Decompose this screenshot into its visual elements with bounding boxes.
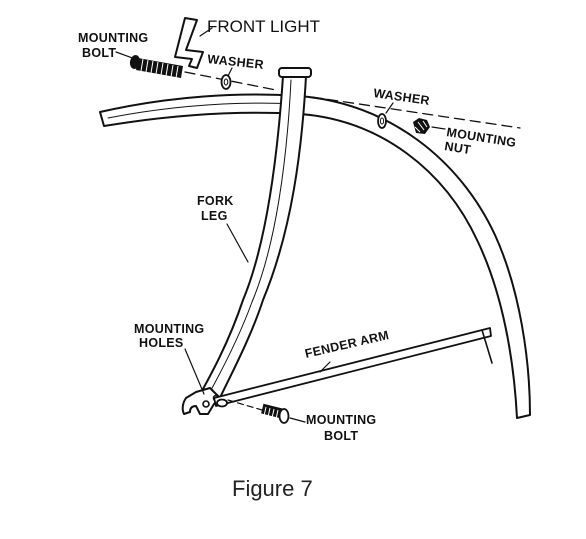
label-washer-left: WASHER	[207, 52, 265, 72]
label-fork-leg-line1: FORK	[197, 194, 234, 208]
label-fork-leg-line2: LEG	[201, 209, 228, 223]
label-mounting-holes-line2: HOLES	[139, 336, 184, 350]
label-mounting-bolt-bottom-line2: BOLT	[324, 429, 358, 443]
top-mounting-bolt	[129, 55, 183, 79]
bottom-mounting-bolt	[227, 399, 290, 424]
leader-lines	[115, 27, 446, 423]
fender-arm	[213, 327, 493, 408]
label-mounting-bolt-top-line1: MOUNTING	[78, 31, 148, 45]
label-front-light: FRONT LIGHT	[207, 17, 320, 36]
label-mounting-nut-line2: NUT	[444, 139, 473, 157]
label-washer-right: WASHER	[373, 86, 431, 108]
mounting-nut	[413, 118, 430, 134]
label-mounting-holes-line1: MOUNTING	[134, 322, 204, 336]
fork-crown-cap	[278, 67, 312, 78]
label-mounting-bolt-bottom-line1: MOUNTING	[306, 413, 376, 427]
assembly-axis	[184, 71, 521, 129]
fork-leg	[197, 67, 312, 403]
figure-caption: Figure 7	[232, 476, 313, 501]
label-mounting-bolt-top-line2: BOLT	[82, 46, 116, 60]
front-light-bracket	[174, 17, 204, 69]
mounting-hole-1	[202, 400, 210, 408]
